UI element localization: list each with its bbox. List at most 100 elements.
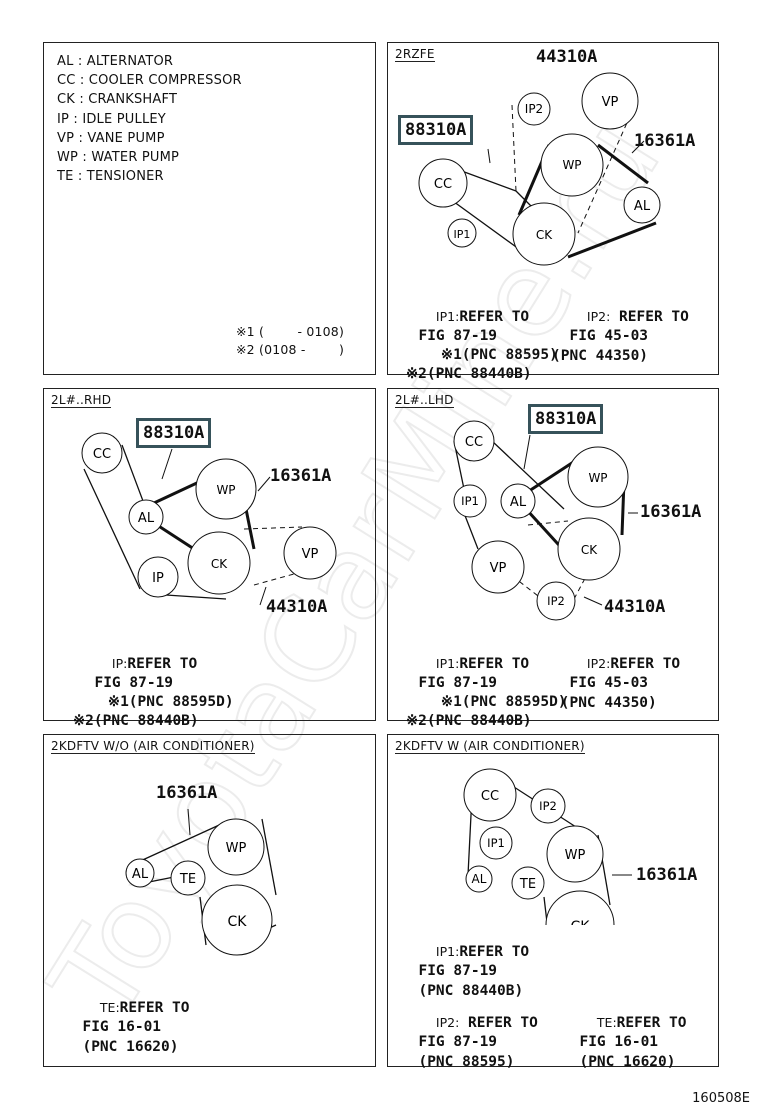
svg-text:CK: CK (211, 557, 228, 571)
panel-2rzfe: 2RZFE IP2 VP WP CC AL IP1 CK 44310A 8831… (387, 42, 719, 382)
svg-text:CK: CK (228, 914, 248, 930)
ref-ip2: IP2: REFER TO FIG 45-03(PNC 44350) (552, 308, 689, 364)
svg-text:IP2: IP2 (525, 102, 543, 116)
legend-note-2: ※2 (0108 - ) (236, 342, 345, 357)
panel-2kdftv-wo-ac: 2KDFTV W/O (AIR CONDITIONER) WP AL TE CK… (43, 734, 376, 1067)
svg-text:WP: WP (562, 158, 581, 172)
svg-text:CC: CC (481, 789, 499, 804)
legend-item-ck: CK : CRANKSHAFT (57, 92, 178, 108)
legend-item-cc: CC : COOLER COMPRESSOR (57, 73, 242, 89)
pulley-ck (557, 517, 621, 581)
pulley-ck (187, 531, 251, 595)
part-code-88310a: 88310A (136, 418, 212, 448)
ref-te: TE:REFER TO FIG 16-01 (PNC 16620) (82, 999, 190, 1055)
belt-diagram-2rzfe: IP2 VP WP CC AL IP1 CK (418, 72, 661, 266)
pulley-ip2 (530, 788, 566, 824)
ref-ip1: IP1:REFER TO FIG 87-19 (418, 308, 530, 345)
svg-text:WP: WP (588, 471, 607, 485)
svg-text:WP: WP (216, 483, 235, 497)
svg-text:TE: TE (179, 872, 196, 887)
svg-text:IP2: IP2 (539, 799, 557, 813)
part-code-16361a: 16361A (636, 865, 698, 885)
pulley-ip2 (517, 92, 551, 126)
svg-text:CK: CK (536, 228, 553, 242)
pulley-wp (540, 133, 604, 197)
pulley-vp (471, 540, 525, 594)
ref-ip2: IP2: REFER TO FIG 87-19 (PNC 88595) (418, 1014, 538, 1070)
ref-ip1: IP1:REFER TO FIG 87-19 (418, 655, 530, 692)
pulley-vp (581, 72, 639, 130)
svg-text:AL: AL (472, 872, 487, 886)
pulley-al (623, 186, 661, 224)
pulley-te (511, 866, 545, 900)
belt-diagram-2l-lhd: CC WP IP1 AL CK VP IP2 (453, 420, 638, 621)
panel-2l-rhd: 2L#..RHD CC WP AL CK VP IP 88310A 16361A… (43, 388, 376, 729)
part-code-16361a: 16361A (270, 466, 332, 486)
part-code-44310a: 44310A (266, 597, 328, 617)
pulley-wp (195, 458, 257, 520)
pnc-notes: ※1(PNC 88595D)※2(PNC 88440B) (73, 693, 234, 730)
pulley-cc (453, 420, 495, 462)
panel-title: 2KDFTV W (AIR CONDITIONER) (395, 739, 585, 754)
legend-note-1: ※1 ( - 0108) (236, 324, 345, 339)
pulley-cc (81, 432, 123, 474)
ref-te: TE:REFER TO FIG 16-01 (PNC 16620) (579, 1014, 687, 1070)
part-code-88310a: 88310A (398, 115, 474, 145)
figure-number: 160508E (692, 1091, 750, 1106)
part-code-44310a: 44310A (536, 47, 598, 67)
svg-text:CK: CK (571, 919, 591, 925)
pnc-notes: ※1(PNC 88595)※2(PNC 88440B) (406, 346, 558, 383)
pulley-al (500, 483, 536, 519)
pulley-ck (201, 884, 273, 956)
svg-text:VP: VP (490, 561, 507, 576)
legend-item-ip: IP : IDLE PULLEY (57, 111, 166, 127)
pulley-ip1 (447, 218, 477, 248)
belt-diagram-2l-rhd: CC WP AL CK VP IP (81, 432, 337, 606)
pulley-wp (207, 818, 265, 876)
pulley-ip (137, 556, 179, 598)
part-code-16361a: 16361A (634, 131, 696, 151)
svg-text:CK: CK (581, 543, 598, 557)
svg-text:VP: VP (302, 547, 319, 562)
svg-text:AL: AL (510, 495, 527, 510)
svg-text:TE: TE (519, 877, 536, 892)
legend-item-te: TE : TENSIONER (57, 169, 164, 185)
legend-item-al: AL : ALTERNATOR (57, 54, 174, 69)
svg-text:IP2: IP2 (547, 594, 565, 608)
pulley-cc (463, 768, 517, 822)
pulley-te (170, 860, 206, 896)
svg-text:AL: AL (634, 199, 651, 214)
svg-text:WP: WP (226, 841, 247, 856)
svg-text:CC: CC (434, 177, 452, 192)
ref-ip: IP:REFER TO FIG 87-19 (94, 655, 198, 692)
panel-2l-lhd: 2L#..LHD CC WP IP1 AL CK VP IP2 88310A 1… (387, 388, 719, 729)
part-code-16361a: 16361A (640, 502, 702, 522)
pnc-notes: ※1(PNC 88595D)※2(PNC 88440B) (406, 693, 567, 730)
pulley-al (128, 499, 164, 535)
part-code-88310a: 88310A (528, 404, 604, 434)
legend-item-vp: VP : VANE PUMP (57, 130, 165, 146)
panel-2kdftv-w-ac: 2KDFTV W (AIR CONDITIONER) CC IP2 IP1 WP… (387, 734, 719, 1070)
panel-title: 2L#..LHD (395, 393, 454, 408)
pulley-ip2 (536, 581, 576, 621)
svg-text:IP1: IP1 (454, 228, 471, 241)
legend-item-wp: WP : WATER PUMP (57, 150, 180, 166)
svg-text:VP: VP (602, 95, 619, 110)
pulley-wp (546, 825, 604, 883)
svg-text:CC: CC (465, 435, 483, 450)
panel-title: 2KDFTV W/O (AIR CONDITIONER) (51, 739, 255, 754)
svg-text:WP: WP (565, 848, 586, 863)
svg-text:IP1: IP1 (461, 494, 479, 508)
svg-text:IP: IP (152, 571, 164, 586)
pulley-al (125, 858, 155, 888)
pulley-ck (512, 202, 576, 266)
belt-diagram-2kdftv-wo: WP AL TE CK (125, 808, 277, 956)
ref-ip1: IP1:REFER TO FIG 87-19 (PNC 88440B) (418, 943, 530, 999)
pulley-ck (545, 890, 615, 925)
svg-text:AL: AL (138, 511, 155, 526)
panel-title: 2RZFE (395, 47, 435, 62)
pulley-ip1 (479, 826, 513, 860)
svg-text:IP1: IP1 (487, 836, 505, 850)
svg-text:CC: CC (93, 447, 111, 462)
svg-text:AL: AL (132, 867, 149, 882)
